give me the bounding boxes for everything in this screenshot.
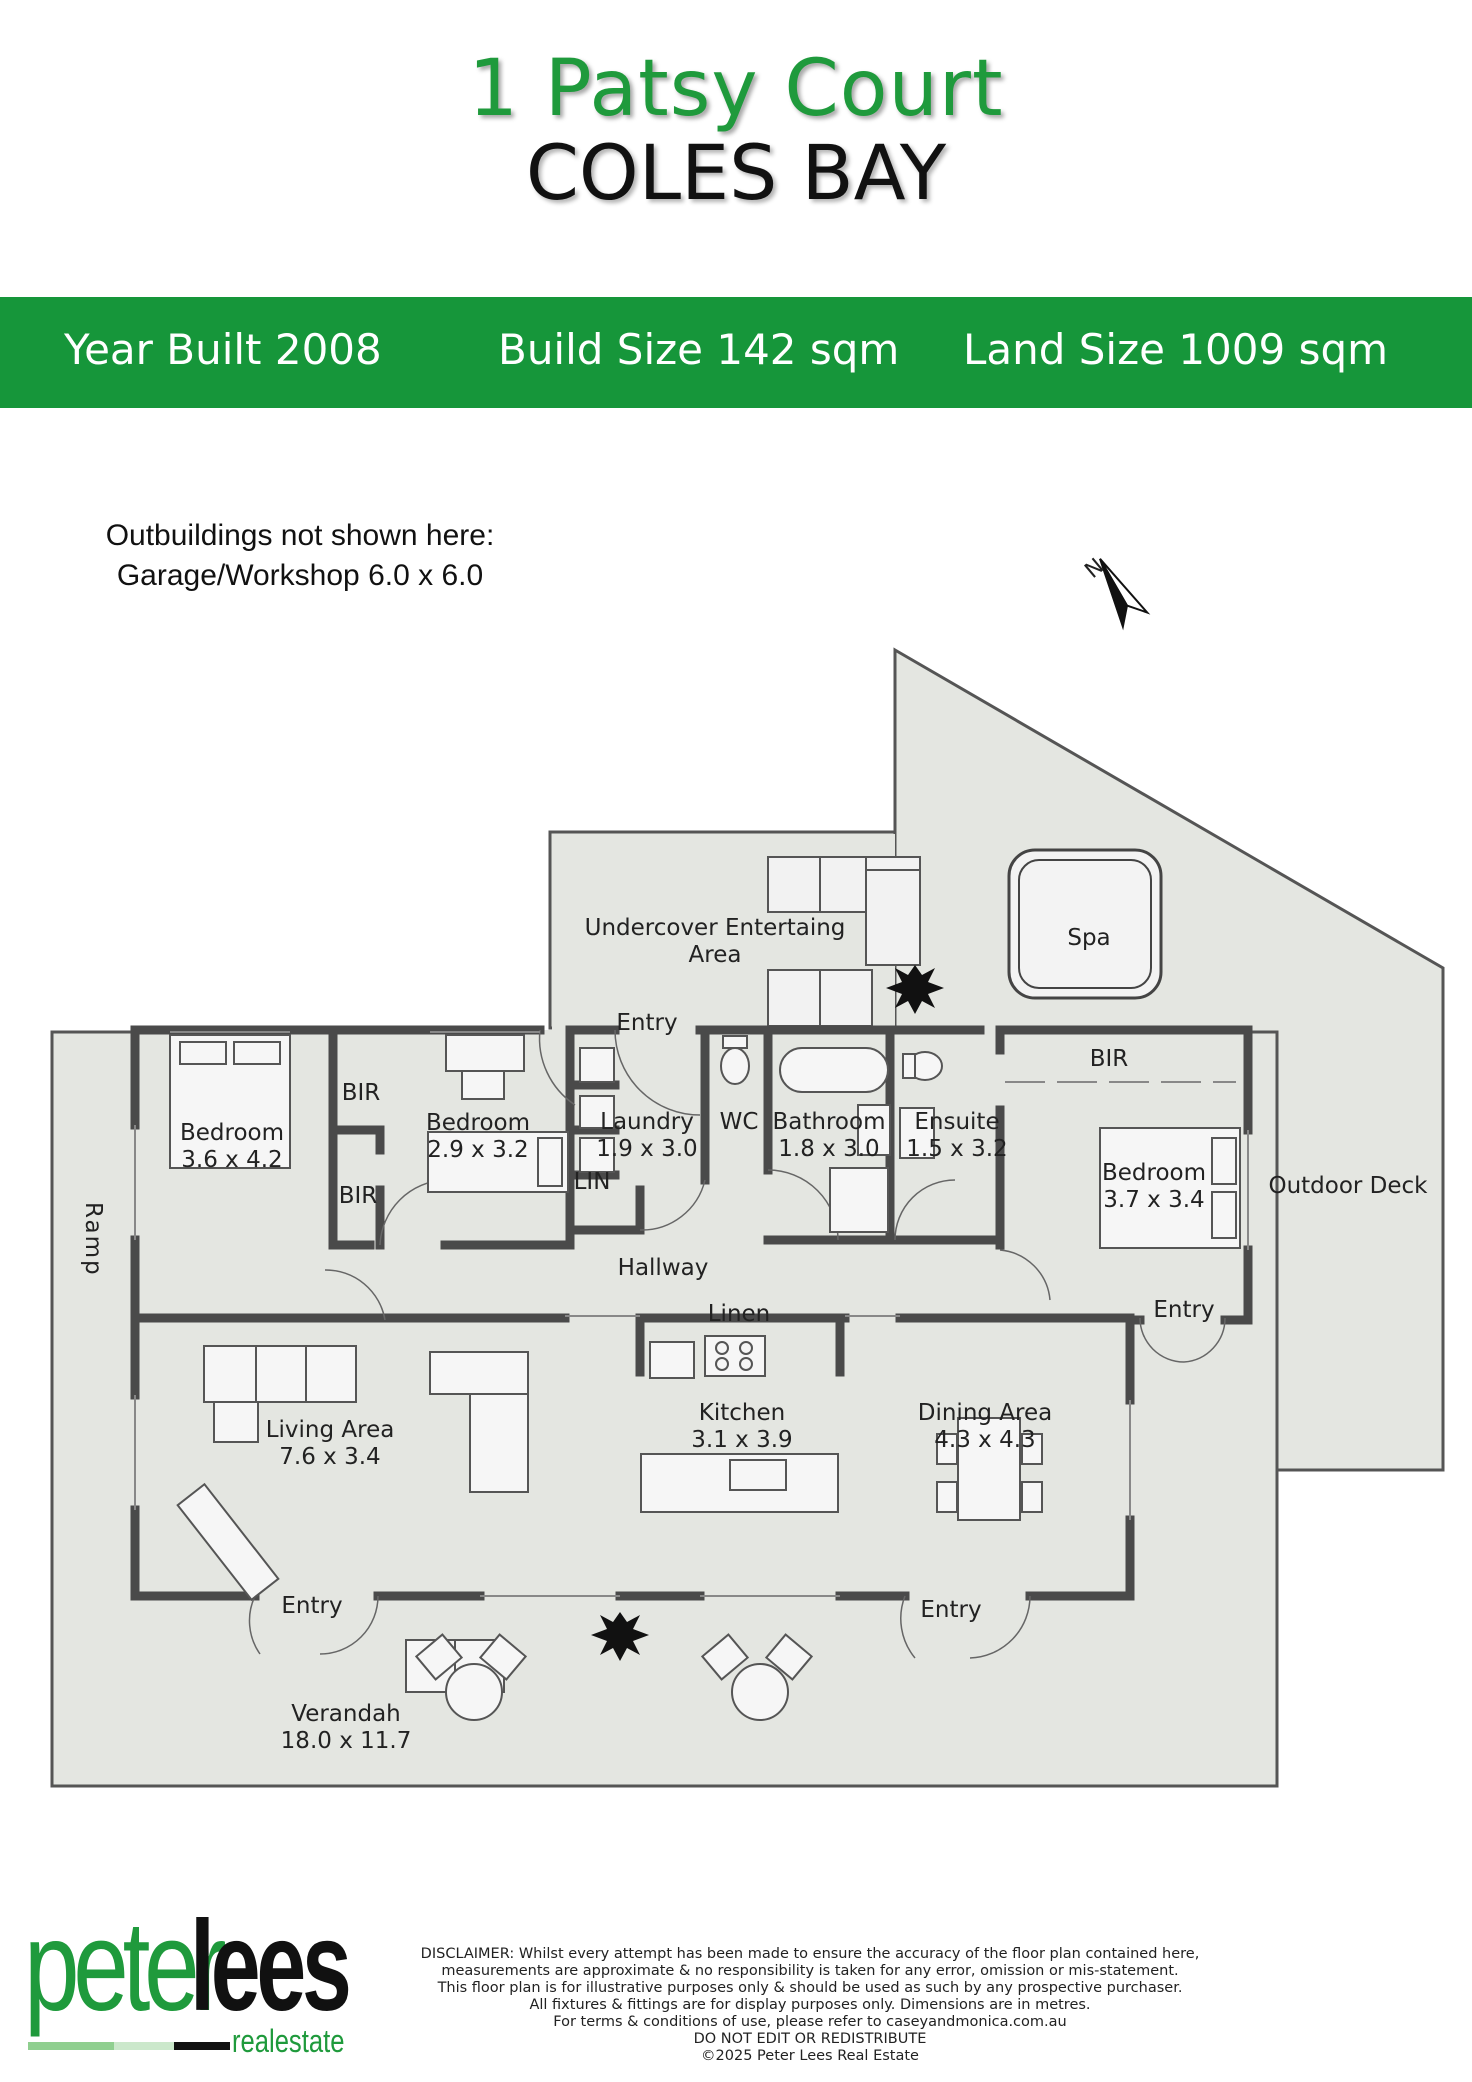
logo-word-lees: lees	[190, 1895, 352, 2038]
bedroom3-size: 3.7 x 3.4	[1103, 1187, 1204, 1213]
living-size: 7.6 x 3.4	[279, 1444, 380, 1470]
sofa-icon	[429, 1351, 529, 1395]
logo-word-realestate: realestate	[232, 2023, 345, 2059]
ramp-label: Ramp	[80, 1202, 106, 1277]
compass-label: N	[1080, 554, 1109, 584]
room-labels: Undercover Entertaing Area Spa Entry Bed…	[180, 915, 1428, 1754]
disclaimer-line-7: ©2025 Peter Lees Real Estate	[701, 2048, 919, 2064]
bedroom3-label: Bedroom	[1102, 1160, 1206, 1186]
linen-label: Linen	[708, 1301, 771, 1327]
bedroom1-label: Bedroom	[180, 1120, 284, 1146]
ensuite-label: Ensuite	[914, 1109, 999, 1135]
dining-table-icon	[957, 1417, 1021, 1521]
laundry-size: 1.9 x 3.0	[596, 1136, 697, 1162]
kitchen-label: Kitchen	[699, 1400, 785, 1426]
bedroom2-label: Bedroom	[426, 1110, 530, 1136]
bathtub-icon	[779, 1047, 889, 1093]
disclaimer: DISCLAIMER: Whilst every attempt has bee…	[400, 1946, 1220, 2065]
suburb-title: COLES BAY	[525, 128, 947, 217]
entry-top-label: Entry	[616, 1010, 677, 1036]
logo-bar	[28, 2042, 114, 2050]
disclaimer-line-3: This floor plan is for illustrative purp…	[437, 1980, 1183, 1996]
toilet-icon	[720, 1047, 750, 1085]
living-label: Living Area	[266, 1417, 395, 1443]
note-line-1: Outbuildings not shown here:	[105, 519, 495, 552]
stats-band: Year Built 2008 Build Size 142 sqm Land …	[0, 297, 1472, 408]
desk-icon	[445, 1034, 525, 1072]
outbuildings-note: Outbuildings not shown here: Garage/Work…	[80, 516, 520, 596]
dining-label: Dining Area	[918, 1400, 1053, 1426]
dining-size: 4.3 x 4.3	[934, 1427, 1035, 1453]
note-line-2: Garage/Workshop 6.0 x 6.0	[116, 559, 484, 592]
build-size: Build Size 142 sqm	[498, 325, 900, 374]
outdoor-bench-icon	[767, 969, 873, 1027]
undercover-label-2: Area	[689, 942, 742, 968]
bedroom1-size: 3.6 x 4.2	[181, 1147, 282, 1173]
bathroom-size: 1.8 x 3.0	[778, 1136, 879, 1162]
bir3-label: BIR	[1090, 1046, 1129, 1072]
brand-logo: peter lees realestate	[24, 1895, 364, 2065]
bedroom2-size: 2.9 x 3.2	[427, 1137, 528, 1163]
address-title: 1 Patsy Court	[468, 44, 1004, 134]
sofa-icon	[203, 1345, 357, 1403]
hallway-label: Hallway	[618, 1255, 709, 1281]
compass-icon	[1099, 558, 1151, 631]
windows	[134, 1031, 1249, 1597]
disclaimer-line-2: measurements are approximate & no respon…	[441, 1963, 1179, 1979]
laundry-tub-icon	[579, 1047, 615, 1083]
disclaimer-line-5: For terms & conditions of use, please re…	[553, 2014, 1067, 2030]
disclaimer-line-6: DO NOT EDIT OR REDISTRIBUTE	[693, 2031, 927, 2047]
outdoor-table-icon	[445, 1663, 503, 1721]
lin-label: LIN	[574, 1169, 611, 1195]
undercover-label-1: Undercover Entertaing	[585, 915, 846, 941]
logo-word-peter: peter	[24, 1895, 227, 2038]
logo-bar	[174, 2042, 230, 2050]
entry-bl-label: Entry	[281, 1593, 342, 1619]
disclaimer-line-1: DISCLAIMER: Whilst every attempt has bee…	[420, 1946, 1200, 1962]
entry-right-label: Entry	[1153, 1297, 1214, 1323]
spa-label: Spa	[1067, 925, 1110, 951]
spa-icon	[1007, 848, 1163, 1000]
verandah-label: Verandah	[291, 1701, 401, 1727]
ensuite-size: 1.5 x 3.2	[906, 1136, 1007, 1162]
land-size: Land Size 1009 sqm	[963, 325, 1389, 374]
walls	[130, 1025, 1253, 1601]
outdoor-table-icon	[731, 1663, 789, 1721]
disclaimer-line-4: All fixtures & fittings are for display …	[529, 1997, 1091, 2013]
kitchen-size: 3.1 x 3.9	[691, 1427, 792, 1453]
bathroom-label: Bathroom	[773, 1109, 886, 1135]
cooktop-icon	[704, 1335, 766, 1377]
bir2-label: BIR	[339, 1183, 378, 1209]
logo-bar	[114, 2042, 174, 2050]
wc-label: WC	[720, 1109, 759, 1135]
entry-br-label: Entry	[920, 1597, 981, 1623]
outdoor-sofa-icon	[767, 856, 921, 966]
doors	[248, 1029, 1226, 1659]
plant-icon	[591, 1612, 649, 1661]
bir1-label: BIR	[342, 1080, 381, 1106]
outdoor-deck-label: Outdoor Deck	[1268, 1173, 1428, 1199]
verandah-size: 18.0 x 11.7	[281, 1728, 412, 1754]
plant-icon	[886, 965, 944, 1014]
furniture	[169, 1034, 1241, 1721]
tv-unit-icon	[176, 1482, 280, 1602]
year-built: Year Built 2008	[64, 325, 382, 374]
fridge-icon	[649, 1341, 695, 1379]
laundry-label: Laundry	[600, 1109, 694, 1135]
